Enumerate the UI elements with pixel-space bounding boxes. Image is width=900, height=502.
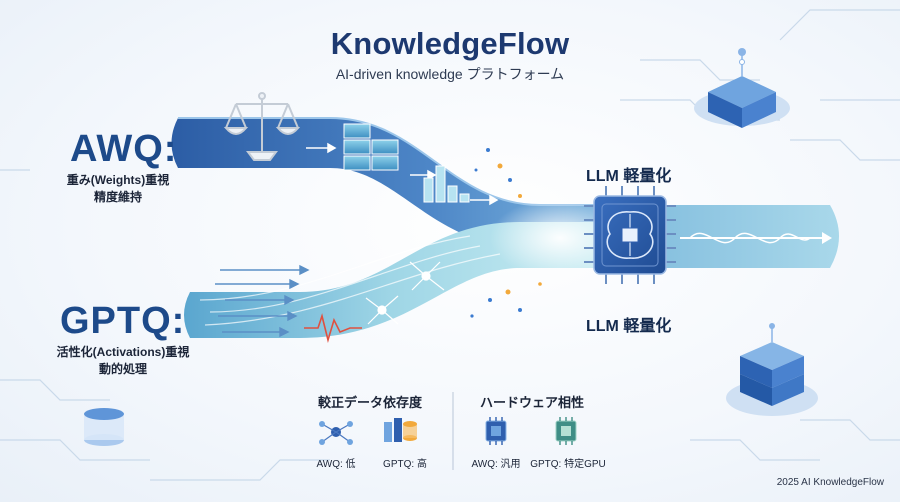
calibration-network-icon — [319, 421, 353, 445]
hardware-general-chip-icon — [485, 417, 507, 445]
awq-note: 重み(Weights)重視 精度維持 — [58, 172, 178, 206]
awq-flow-band — [171, 118, 600, 250]
awq-band-highlight — [178, 117, 600, 206]
hardware-awq-value: AWQ: 汎用 — [471, 459, 521, 470]
awq-note-line1: 重み(Weights)重視 — [66, 173, 170, 187]
activation-wave-icon — [304, 313, 362, 344]
output-arrow-head — [822, 232, 832, 244]
bar-chart-icon — [423, 165, 470, 203]
gptq-streak-lines — [199, 235, 501, 326]
server-stack-icon — [726, 323, 818, 416]
llm-label-top: LLM 軽量化 — [586, 168, 672, 185]
bottom-left-cylinder-icon — [84, 408, 124, 446]
calibration-section-title: 較正データ依存度 — [318, 395, 423, 410]
weight-block-icons — [343, 123, 399, 171]
awq-label: AWQ: — [70, 128, 178, 170]
gptq-note: 活性化(Activations)重視 動的処理 — [48, 344, 198, 378]
copyright-text: 2025 AI KnowledgeFlow — [776, 477, 884, 488]
gptq-note-line1: 活性化(Activations)重視 — [56, 345, 190, 359]
calibration-awq-value: AWQ: 低 — [316, 459, 356, 470]
page-subtitle: AI-driven knowledge プラトフォーム — [335, 66, 565, 82]
top-right-cube-icon — [694, 48, 790, 128]
gptq-input-arrows — [215, 264, 310, 338]
calibration-data-icon — [384, 418, 417, 442]
calibration-gptq-value: GPTQ: 高 — [383, 459, 427, 470]
hardware-gptq-value: GPTQ: 特定GPU — [530, 459, 606, 470]
llm-label-bottom: LLM 軽量化 — [586, 318, 672, 335]
hardware-gpu-chip-icon — [555, 417, 577, 445]
circuit-traces — [0, 9, 900, 481]
awq-note-line2: 精度維持 — [93, 190, 142, 204]
awq-flow-arrows — [306, 142, 499, 206]
balance-scale-icon — [223, 92, 301, 161]
hardware-section-title: ハードウェア相性 — [480, 395, 585, 410]
gptq-note-line2: 動的処理 — [98, 362, 147, 376]
particle-sparkles — [470, 148, 542, 318]
page-title: KnowledgeFlow — [330, 26, 570, 61]
gptq-label: GPTQ: — [60, 300, 186, 342]
neuron-icons — [365, 261, 445, 325]
llm-chip-icon — [584, 186, 676, 284]
